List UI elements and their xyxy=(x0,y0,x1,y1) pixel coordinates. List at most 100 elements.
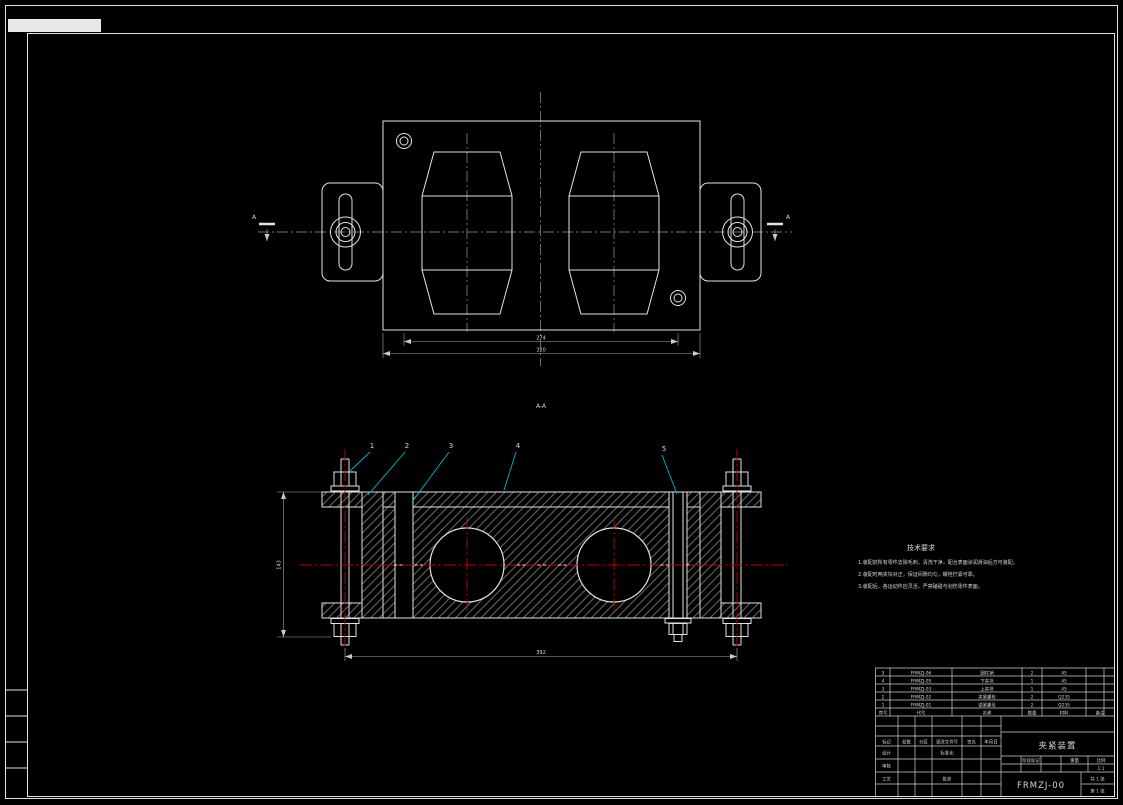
dim-bolt-spacing: 392 xyxy=(536,650,546,656)
top-view-centerlines xyxy=(258,92,792,366)
right-bolt-circles xyxy=(722,216,753,248)
right-roller xyxy=(568,151,660,315)
bom-code: FRMZJ-01 xyxy=(911,702,932,708)
section-centerlines xyxy=(300,449,788,655)
bom-no: 2 xyxy=(882,694,885,700)
corner-label-box xyxy=(8,19,101,32)
balloon-3: 3 xyxy=(449,442,453,450)
bom-no: 3 xyxy=(882,686,885,692)
bom-grid-lines xyxy=(875,667,1115,797)
bom-header-no: 序号 xyxy=(879,709,888,716)
bom-material: 45 xyxy=(1061,686,1067,692)
bom-header-remark: 备注 xyxy=(1096,709,1105,716)
balloon-1: 1 xyxy=(370,442,374,450)
title-block: 标记 处数 分区 更改文件号 签名 年月日 设计 标准化 审核 工艺 批准 阶段… xyxy=(875,716,1115,797)
section-view-label: A-A xyxy=(536,403,547,410)
label-date: 年月日 xyxy=(984,739,997,746)
balloon-2: 2 xyxy=(405,442,409,450)
dim-overall-width: 320 xyxy=(536,348,546,354)
section-hatching xyxy=(322,492,761,618)
drawing-number: FRMZJ-00 xyxy=(1017,781,1065,791)
bom-row: 1 FRMZJ-01 锁紧螺母 2 Q235 xyxy=(882,701,1071,708)
bom-qty: 2 xyxy=(1031,694,1034,700)
left-roller xyxy=(421,151,513,315)
top-view: A A 274 320 xyxy=(252,92,792,366)
bom-row: 3 FRMZJ-03 上夹块 1 45 xyxy=(882,685,1067,692)
pin-stud xyxy=(664,492,692,642)
top-view-dimensions: 274 320 xyxy=(382,333,701,358)
label-zone: 分区 xyxy=(919,739,928,746)
label-approve: 批准 xyxy=(943,776,952,783)
right-bolt-slot xyxy=(730,193,745,271)
section-dimensions: 392 143 xyxy=(277,491,738,661)
label-weight: 重量 xyxy=(1070,757,1079,764)
technical-notes: 技术要求 1.装配前所有零件去除毛刺，清洗干净，配合表面涂润滑油后方可装配。 2… xyxy=(858,543,1018,590)
bom-header-code: 代号 xyxy=(917,709,926,716)
notes-title: 技术要求 xyxy=(907,543,935,552)
bom-name: 上夹块 xyxy=(980,685,994,692)
sheet-frame xyxy=(5,5,1118,799)
bom-row: 4 FRMZJ-05 下夹块 1 45 xyxy=(882,677,1067,684)
bom-name: 圆柱销 xyxy=(980,669,994,676)
label-design: 设计 xyxy=(882,750,891,757)
label-scale: 比例 xyxy=(1097,757,1106,764)
bom-no: 4 xyxy=(882,678,885,684)
bom-qty: 2 xyxy=(1031,670,1034,676)
balloon-4: 4 xyxy=(516,442,521,450)
bom-code: FRMZJ-06 xyxy=(911,670,932,676)
label-process: 工艺 xyxy=(882,777,891,783)
bom-header-row: 序号 代号 名称 数量 材料 备注 xyxy=(879,709,1105,716)
dim-body-height: 143 xyxy=(277,560,283,570)
drawing-name: 夹紧装置 xyxy=(1038,741,1076,752)
title-block-grid-lines xyxy=(875,716,1115,797)
left-bolt-slot xyxy=(338,193,353,271)
main-plate xyxy=(382,120,701,331)
label-standard: 标准化 xyxy=(940,750,954,757)
balloon-leaders: 1 2 3 4 5 xyxy=(349,442,678,503)
section-letter-left: A xyxy=(252,214,257,221)
bom-name: 下夹块 xyxy=(980,677,994,684)
scale-value: 1:1 xyxy=(1097,766,1104,772)
pin-hole-bottom-right xyxy=(670,290,686,306)
bom-row: 2 FRMZJ-02 夹紧螺栓 2 Q235 xyxy=(882,693,1071,700)
bom-header-qty: 数量 xyxy=(1028,709,1037,716)
note-line-2: 2.装配时两夹块对正，保证间隙均匀，螺栓拧紧可靠。 xyxy=(858,571,978,578)
label-mark: 标记 xyxy=(882,739,891,746)
label-stage-mark: 阶段标记 xyxy=(1022,757,1040,764)
label-count: 处数 xyxy=(902,739,911,746)
sheet-index: 第 1 张 xyxy=(1090,788,1105,795)
bom-header-material: 材料 xyxy=(1060,709,1069,716)
bom-no: 5 xyxy=(882,670,885,676)
bom-code: FRMZJ-03 xyxy=(911,686,932,692)
border-tick-marks xyxy=(5,689,27,769)
label-change-doc: 更改文件号 xyxy=(936,739,959,746)
bom-row: 5 FRMZJ-06 圆柱销 2 45 xyxy=(882,669,1067,676)
bom-header-name: 名称 xyxy=(983,709,992,716)
pin-hole-top-left xyxy=(396,133,412,149)
note-line-3: 3.装配后，各运动件应灵活，严禁磕碰与划伤零件表面。 xyxy=(858,583,983,590)
bom-name: 夹紧螺栓 xyxy=(978,693,996,700)
bom-qty: 1 xyxy=(1031,686,1034,692)
section-letter-right: A xyxy=(786,214,791,221)
bom-name: 锁紧螺母 xyxy=(978,701,996,708)
note-line-1: 1.装配前所有零件去除毛刺，清洗干净，配合表面涂润滑油后方可装配。 xyxy=(858,559,1018,566)
sheet-total: 共 1 张 xyxy=(1090,776,1105,783)
bom-qty: 1 xyxy=(1031,678,1034,684)
label-check: 审核 xyxy=(882,763,891,770)
bom-qty: 2 xyxy=(1031,702,1034,708)
bom-code: FRMZJ-05 xyxy=(911,678,932,684)
section-cut-marks: A A xyxy=(252,214,791,241)
label-sign: 签名 xyxy=(967,739,976,746)
bom-material: Q235 xyxy=(1058,694,1070,700)
bom-material: 45 xyxy=(1061,670,1067,676)
bom-table: 5 FRMZJ-06 圆柱销 2 45 4 FRMZJ-05 下夹块 1 45 … xyxy=(875,667,1115,797)
bom-code: FRMZJ-02 xyxy=(911,694,932,700)
section-view: A-A xyxy=(277,403,788,661)
bom-no: 1 xyxy=(882,702,885,708)
bom-material: Q235 xyxy=(1058,702,1070,708)
dim-pin-spacing: 274 xyxy=(536,336,546,342)
bom-material: 45 xyxy=(1061,678,1067,684)
balloon-5: 5 xyxy=(662,445,666,453)
